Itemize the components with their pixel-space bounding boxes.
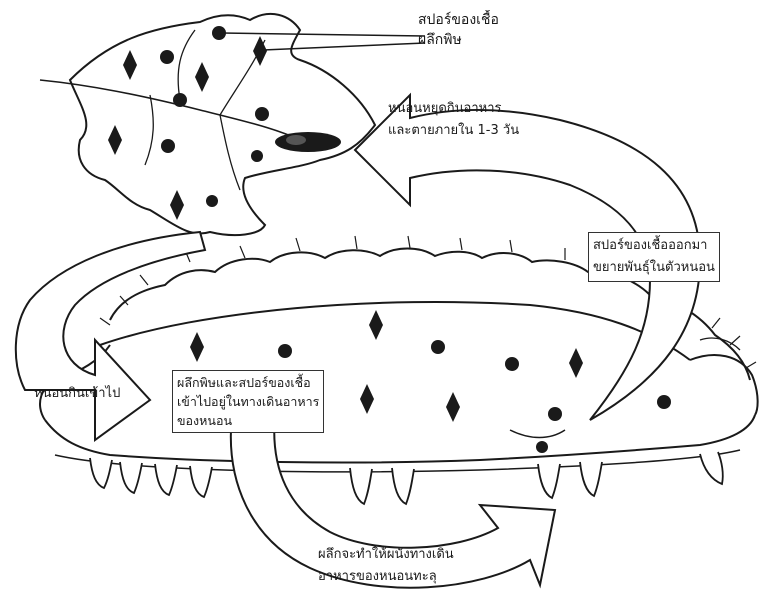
- spore-dot: [206, 195, 218, 207]
- spore-dot: [505, 357, 519, 371]
- spore-dot: [161, 139, 175, 153]
- spore-dot: [255, 107, 269, 121]
- label-gut-wall-ruptured: ผลึกจะทำให้ผนังทางเดิน อาหารของหนอนทะลุ: [318, 544, 518, 588]
- label-spores-crystals: สปอร์ของเชื้อ ผลึกพิษ: [418, 10, 578, 50]
- spore-dot: [548, 407, 562, 421]
- toxin-crystal: [569, 348, 583, 378]
- spore-dot: [251, 150, 263, 162]
- spore-dot: [173, 93, 187, 107]
- toxin-crystal: [446, 392, 460, 422]
- toxin-crystal: [369, 310, 383, 340]
- toxin-crystal: [360, 384, 374, 414]
- spore-dot: [160, 50, 174, 64]
- label-crystals-enter-gut: ผลึกพิษและสปอร์ของเชื้อ เข้าไปอยู่ในทางเ…: [172, 370, 324, 433]
- spore-dot: [536, 441, 548, 453]
- small-larva: [275, 132, 341, 152]
- label-larva-stops-eating: หนอนหยุดกินอาหาร และตายภายใน 1-3 วัน: [388, 98, 568, 142]
- toxin-crystal: [190, 332, 204, 362]
- label-larva-eats: หนอนกินเข้าไป: [34, 384, 154, 404]
- spore-dot: [657, 395, 671, 409]
- spore-dot: [431, 340, 445, 354]
- label-spores-multiply: สปอร์ของเชื้อออกมา ขยายพันธุ์ในตัวหนอน: [588, 232, 720, 282]
- spore-dot: [278, 344, 292, 358]
